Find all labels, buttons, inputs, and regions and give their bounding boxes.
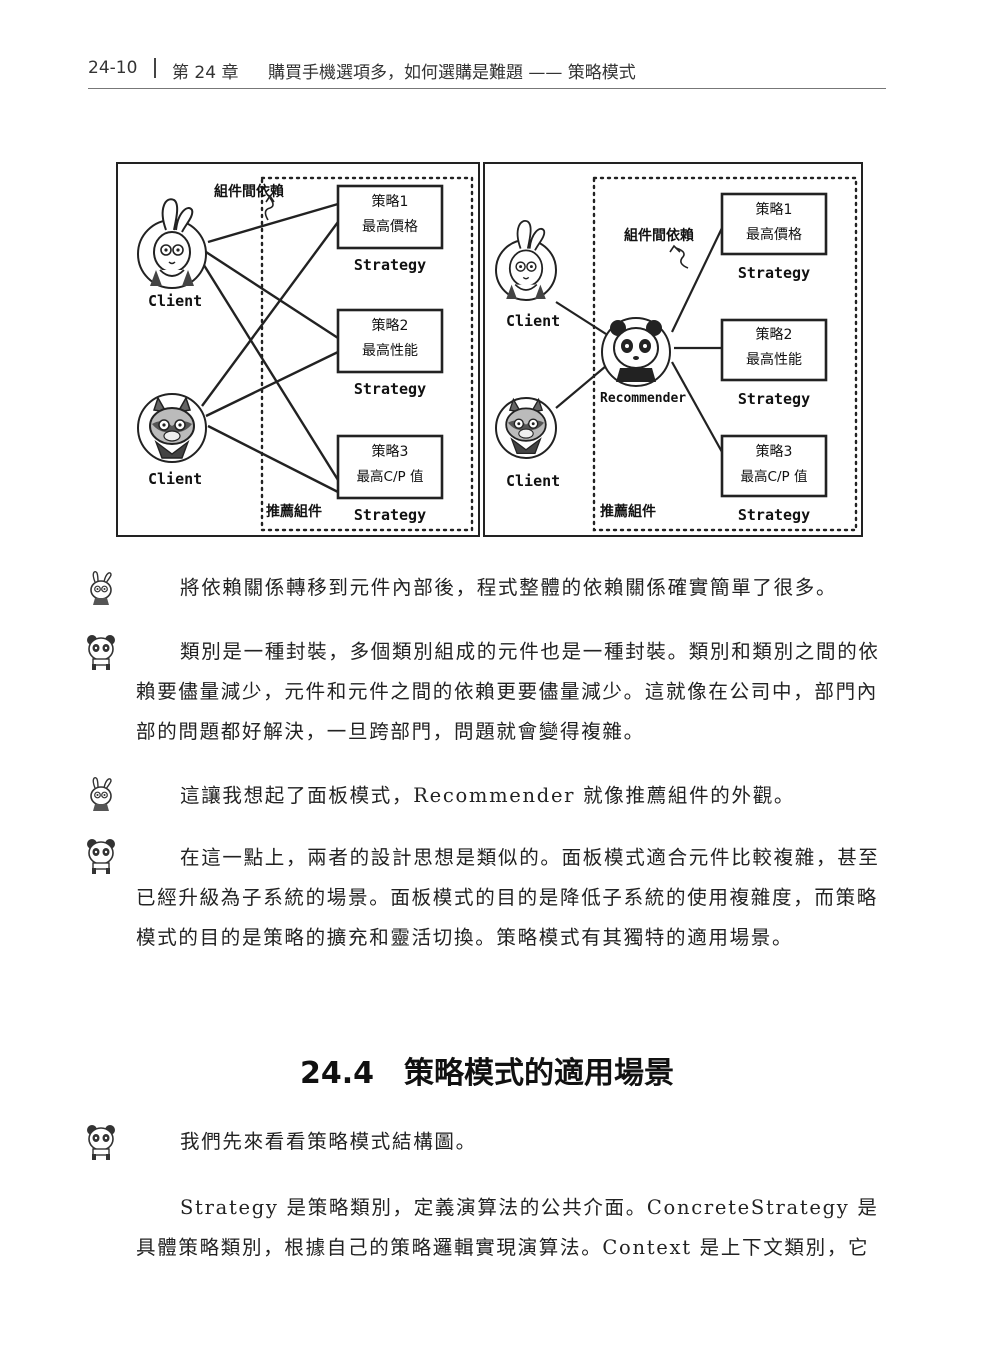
strategy-name: 策略1 — [372, 193, 409, 210]
line-c2-s3 — [207, 424, 339, 494]
recommender-label: Recommender — [600, 391, 686, 406]
strategy-desc: 最高C/P 值 — [741, 468, 808, 485]
panda-icon — [610, 320, 662, 382]
client-label: Client — [148, 470, 202, 488]
strategy-box — [336, 184, 444, 250]
strategy-desc: 最高C/P 值 — [357, 468, 424, 485]
client-label: Client — [506, 312, 560, 330]
strategy-label: Strategy — [738, 390, 810, 408]
rabbit-icon — [90, 571, 112, 605]
dialogue-paragraph: 類別是一種封裝，多個類別組成的元件也是一種封裝。類別和類別之間的依賴要儘量減少，… — [136, 640, 880, 743]
line-recommender-s3 — [671, 361, 723, 453]
arrow-squiggle — [675, 247, 689, 269]
dependency-label: 組件間依賴 — [624, 227, 694, 244]
dependency-figure: Client Client 策略1 最高價格 Strategy 策略2 最高性能… — [116, 162, 864, 538]
left-panel: Client Client 策略1 最高價格 Strategy 策略2 最高性能… — [116, 162, 480, 537]
strategy-name: 策略2 — [372, 317, 409, 334]
recommender: Recommender — [600, 317, 686, 406]
left-client-1: Client — [137, 198, 207, 310]
component-label: 推薦組件 — [266, 503, 322, 520]
strategy-label: Strategy — [354, 380, 426, 398]
strategy-desc: 最高價格 — [362, 218, 418, 235]
strategy-box — [720, 192, 828, 256]
left-panel-border — [116, 162, 480, 537]
strategy-desc: 最高性能 — [746, 351, 802, 368]
right-component-boundary — [592, 176, 858, 532]
dialogue-paragraph: 這讓我想起了面板模式，Recommender 就像推薦組件的外觀。 — [180, 784, 796, 807]
line-recommender-s1 — [671, 227, 723, 333]
left-strategy-1: 策略1 最高價格 Strategy — [336, 184, 444, 274]
line-c2-recommender — [555, 365, 607, 409]
right-panel-border — [483, 162, 863, 537]
line-c1-s3 — [200, 261, 340, 481]
right-client-1: Client — [495, 220, 560, 330]
chapter-number: 第 24 章 — [172, 63, 239, 83]
strategy-box — [720, 318, 828, 382]
arrow-squiggle — [264, 197, 274, 221]
line-c1-s1 — [207, 202, 339, 244]
arrow-head — [265, 194, 275, 203]
strategy-desc: 最高性能 — [362, 342, 418, 359]
client-label: Client — [148, 292, 202, 310]
left-strategy-3: 策略3 最高C/P 值 Strategy — [336, 434, 444, 524]
line-c2-s1 — [201, 221, 339, 407]
left-dependency-lines — [200, 202, 340, 494]
strategy-name: 策略3 — [372, 443, 409, 460]
strategy-label: Strategy — [738, 506, 810, 524]
strategy-desc: 最高價格 — [746, 226, 802, 243]
line-c1-recommender — [555, 301, 607, 335]
left-component-boundary — [260, 176, 474, 532]
component-label: 推薦組件 — [600, 503, 656, 520]
rabbit-icon — [90, 777, 112, 811]
right-panel: Client Client Recommender — [483, 162, 863, 537]
arrow-head — [669, 244, 681, 253]
header-separator — [154, 58, 156, 78]
dialogue-paragraph: 將依賴關係轉移到元件內部後，程式整體的依賴關係確實簡單了很多。 — [180, 576, 838, 599]
strategy-box — [720, 434, 828, 498]
section-number: 24.4 — [300, 1056, 375, 1091]
left-strategy-2: 策略2 最高性能 Strategy — [336, 308, 444, 398]
section-heading: 24.4 策略模式的適用場景 — [300, 1048, 674, 1092]
right-strategy-3: 策略3 最高C/P 值 Strategy — [720, 434, 828, 524]
panda-icon — [87, 635, 115, 670]
strategy-label: Strategy — [354, 506, 426, 524]
dependency-label: 組件間依賴 — [214, 183, 284, 200]
body-paragraph: Strategy 是策略類別，定義演算法的公共介面。ConcreteStrate… — [136, 1196, 879, 1259]
left-client-2: Client — [137, 393, 207, 488]
strategy-name: 策略1 — [756, 201, 793, 218]
strategy-name: 策略2 — [756, 326, 793, 343]
panda-icon — [87, 839, 115, 874]
panda-icon — [87, 1125, 115, 1160]
section-title: 策略模式的適用場景 — [404, 1056, 675, 1091]
strategy-box — [336, 434, 444, 500]
page-number: 24-10 — [88, 58, 138, 78]
header-rule — [88, 88, 886, 89]
strategy-label: Strategy — [354, 256, 426, 274]
strategy-box — [336, 308, 444, 374]
client-label: Client — [506, 472, 560, 490]
line-c2-s2 — [205, 350, 339, 418]
right-strategy-2: 策略2 最高性能 Strategy — [720, 318, 828, 408]
line-c1-s2 — [205, 250, 339, 340]
chapter-title: 購買手機選項多，如何選購是難題 —— 策略模式 — [268, 63, 636, 83]
right-strategy-1: 策略1 最高價格 Strategy — [720, 192, 828, 282]
dialogue-paragraph: 我們先來看看策略模式結構圖。 — [180, 1130, 477, 1153]
running-header: 24-10 第 24 章 購買手機選項多，如何選購是難題 —— 策略模式 — [88, 58, 886, 89]
strategy-label: Strategy — [738, 264, 810, 282]
strategy-name: 策略3 — [756, 443, 793, 460]
dialogue-paragraph: 在這一點上，兩者的設計思想是類似的。面板模式適合元件比較複雜，甚至已經升級為子系… — [136, 846, 880, 949]
right-dependency-lines — [555, 227, 723, 453]
right-client-2: Client — [495, 397, 560, 490]
